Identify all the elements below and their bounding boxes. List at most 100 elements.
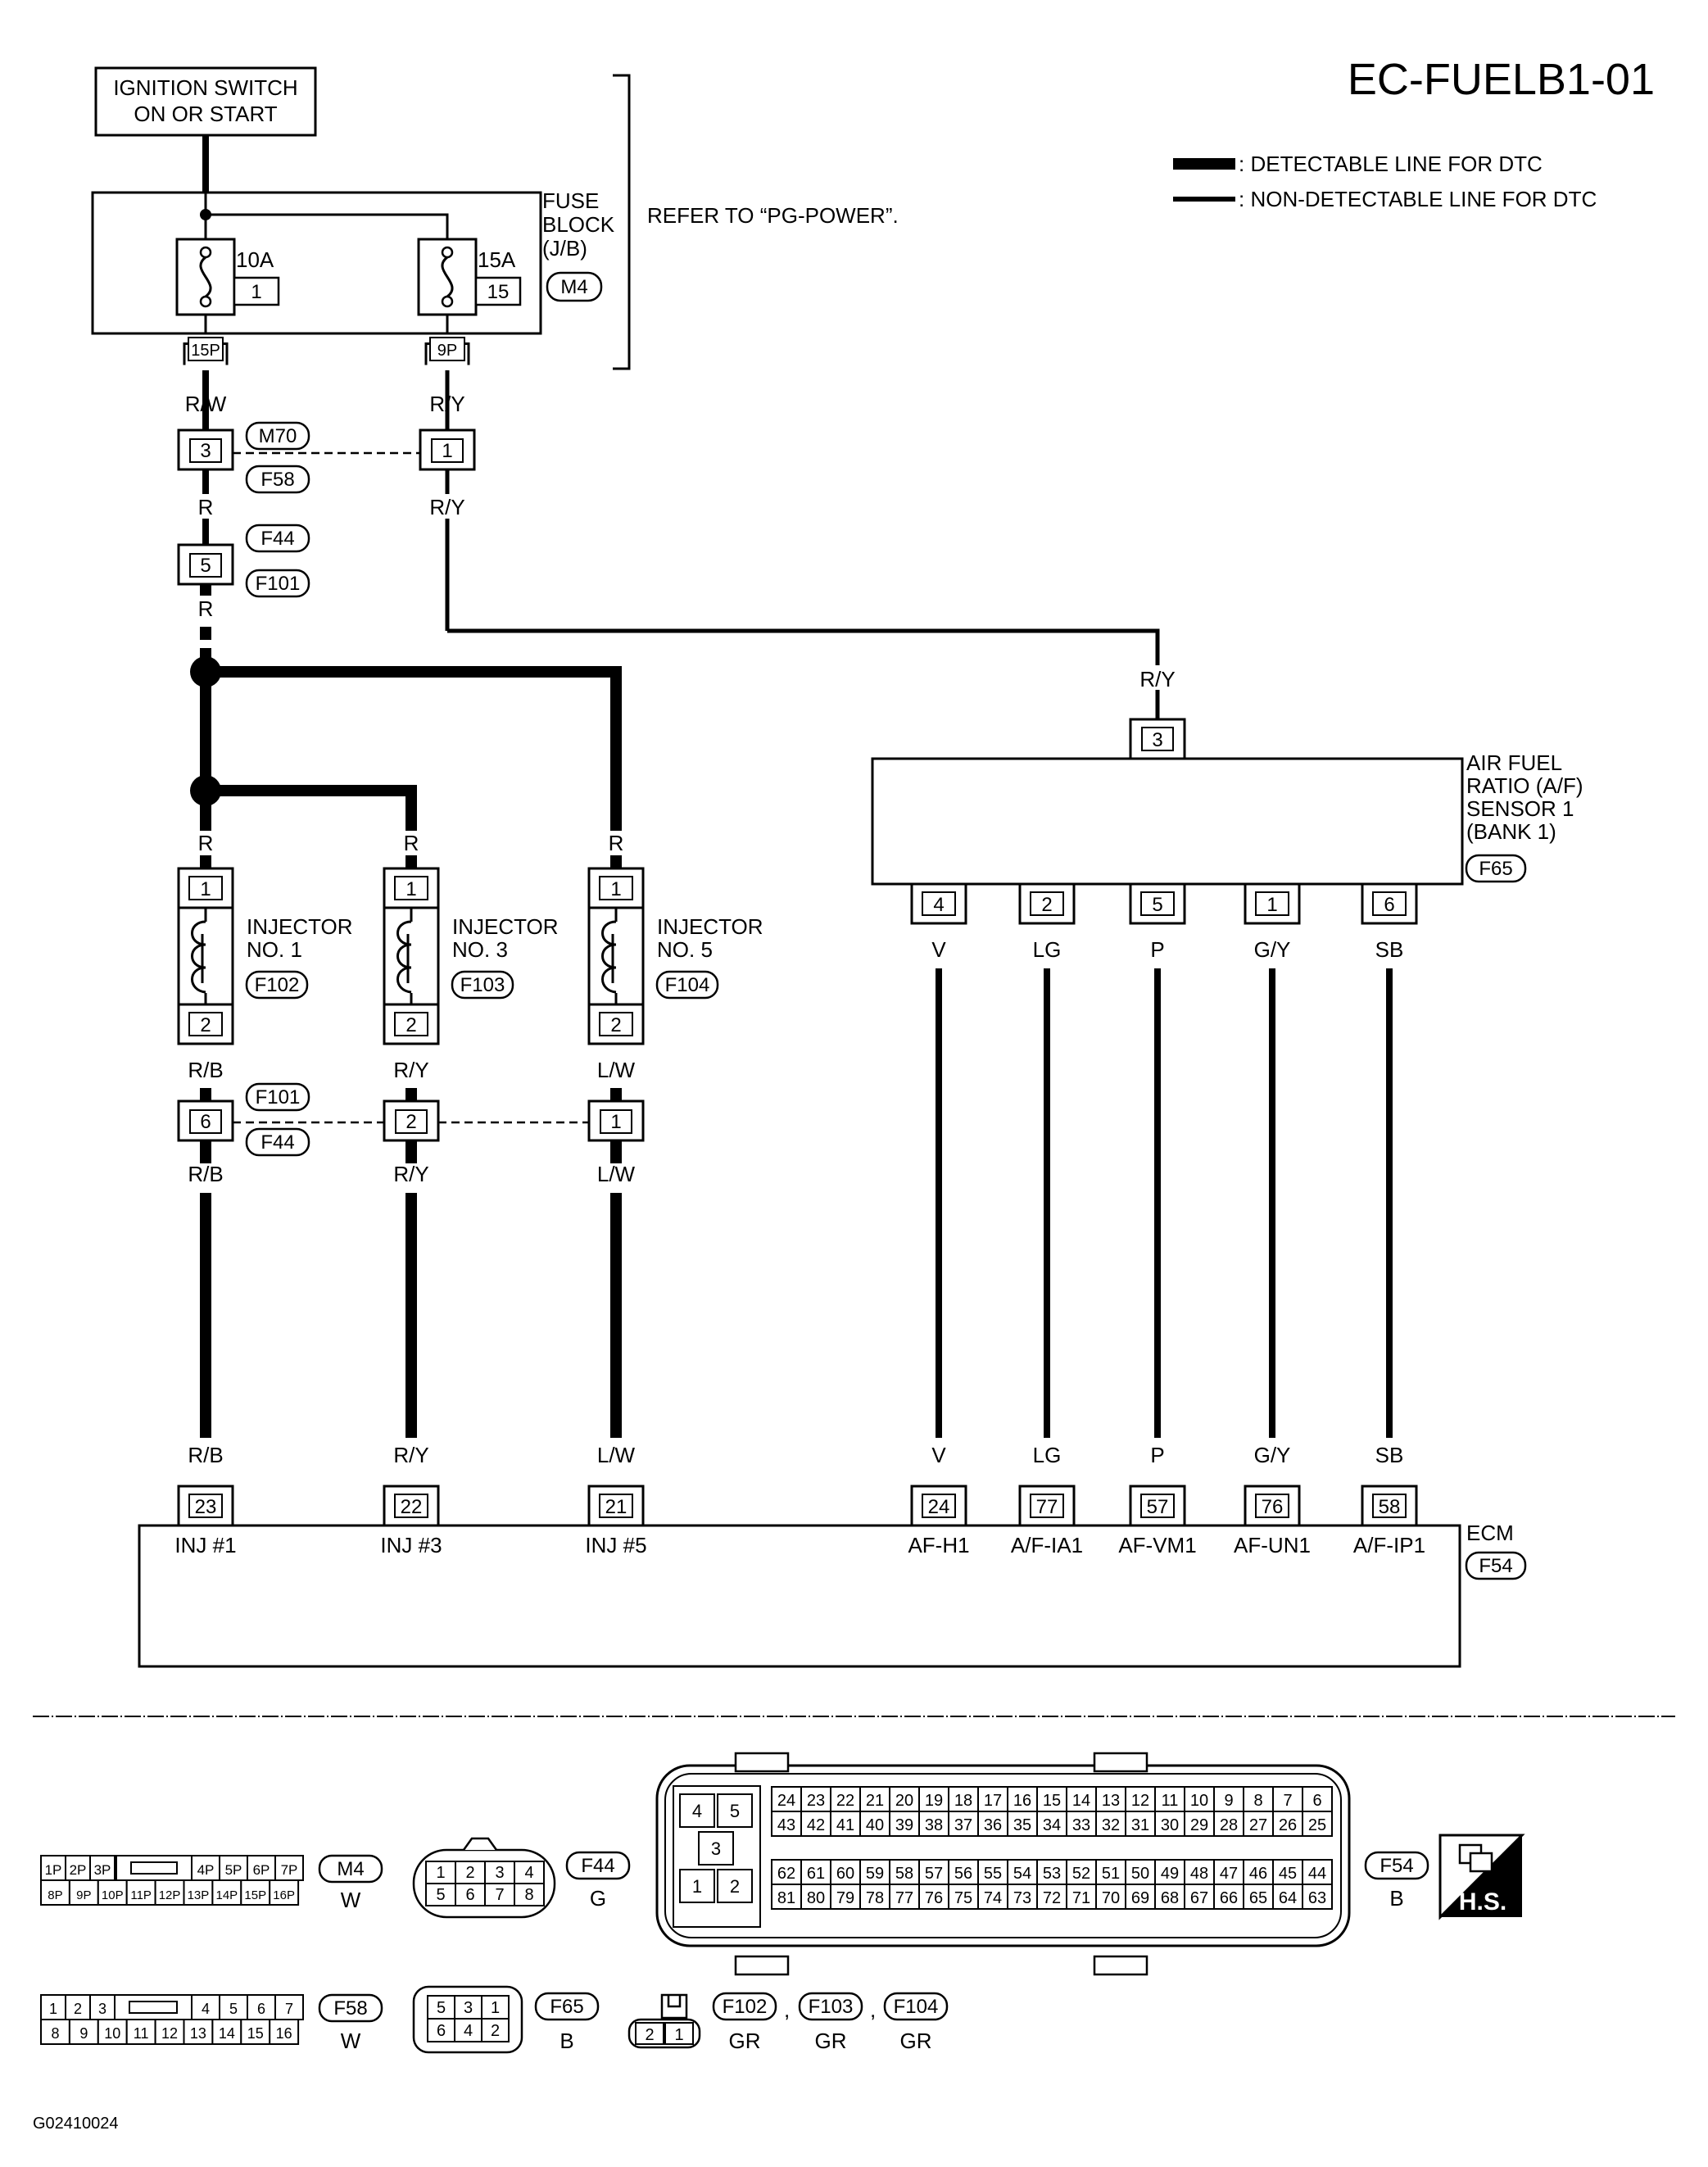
wire-label-sb-top: SB: [1375, 937, 1404, 962]
wire-label-ry-inj3-2: R/Y: [393, 1162, 428, 1186]
f54-pin-17: 17: [984, 1792, 1002, 1810]
f54-pin-54: 54: [1013, 1865, 1031, 1883]
f54-pin-2: 2: [730, 1876, 740, 1897]
svg-text:9P: 9P: [437, 342, 457, 360]
ecm-terminal-21: INJ #5: [585, 1533, 646, 1557]
f54-pin-19: 19: [925, 1792, 943, 1810]
f58-color: W: [341, 2029, 361, 2053]
m4-pin-2P: 2P: [70, 1862, 87, 1878]
wire-label-ry-inj3-1: R/Y: [393, 1058, 428, 1082]
f54-pin-15: 15: [1043, 1792, 1061, 1810]
f54-pin-74: 74: [984, 1889, 1002, 1907]
refer-pg-power: REFER TO “PG-POWER”.: [647, 203, 899, 228]
f54-pin-18: 18: [954, 1792, 972, 1810]
m4-pin-15P: 15P: [244, 1888, 266, 1902]
f54-pin-60: 60: [836, 1865, 854, 1883]
f65-pin-5: 5: [437, 1999, 446, 2017]
f58-pin-4: 4: [202, 2001, 210, 2017]
wire-label-lg-top: LG: [1033, 937, 1062, 962]
f54-pin-34: 34: [1043, 1816, 1061, 1834]
legend-nondetectable-swatch: [1173, 197, 1235, 202]
fuse-15a-amps: 15A: [478, 247, 516, 272]
fuse-pin-9p: 9P: [424, 337, 470, 367]
f54-pin-68: 68: [1161, 1889, 1179, 1907]
f65-color: B: [560, 2029, 573, 2053]
f54-pin-28: 28: [1220, 1816, 1238, 1834]
af-sensor-pin-1: 1: [1244, 882, 1301, 925]
ecm-pin-23: 23: [177, 1485, 234, 1527]
f54-pin-69: 69: [1131, 1889, 1149, 1907]
f54-pin-31: 31: [1131, 1816, 1149, 1834]
af-sensor-label-4: (BANK 1): [1466, 819, 1556, 844]
f54-pin-29: 29: [1190, 1816, 1208, 1834]
wire-label-ry-af: R/Y: [1139, 667, 1175, 691]
ecm-pin-76: 76: [1244, 1485, 1301, 1527]
fuse-block-label-2: BLOCK: [542, 212, 615, 237]
joint-m70-pin1: 1: [419, 428, 476, 471]
m4-pin-1P: 1P: [45, 1862, 62, 1878]
f54-pin-53: 53: [1043, 1865, 1061, 1883]
injector-5-pin-top: 1: [587, 867, 645, 909]
injector-connector: F102: [255, 974, 300, 996]
f54-pin-20: 20: [895, 1792, 913, 1810]
f54-pin-50: 50: [1131, 1865, 1149, 1883]
f54-pin-12: 12: [1131, 1792, 1149, 1810]
svg-text:1: 1: [405, 878, 416, 900]
ecm-box: [138, 1524, 1461, 1668]
af-sensor-top-pin: 3: [1129, 718, 1186, 760]
injector-label-1: INJECTOR: [657, 914, 763, 939]
fuse-block-label-3: (J/B): [542, 236, 587, 261]
f54-pin-41: 41: [836, 1816, 854, 1834]
f54-pin-49: 49: [1161, 1865, 1179, 1883]
svg-text:2: 2: [1041, 894, 1052, 916]
wire-label-r-1: R: [198, 495, 214, 519]
injector-1-pin-top: 1: [177, 867, 234, 909]
connector-f58: F58: [261, 469, 294, 491]
f54-pin-58: 58: [895, 1865, 913, 1883]
f65-pin-3: 3: [464, 1999, 473, 2017]
injector-5-pin-bottom: 2: [587, 1003, 645, 1045]
f54-pin-81: 81: [777, 1889, 795, 1907]
f54-color: B: [1389, 1886, 1403, 1911]
svg-text:3: 3: [200, 440, 211, 462]
f54-pin-61: 61: [807, 1865, 825, 1883]
m4-pin-13P: 13P: [188, 1888, 210, 1902]
f54-pin-30: 30: [1161, 1816, 1179, 1834]
legend-nondetectable: : NON-DETECTABLE LINE FOR DTC: [1239, 187, 1597, 211]
f54-pin-5: 5: [730, 1801, 740, 1821]
f58-pin-6: 6: [257, 2001, 265, 2017]
f54-pin-43: 43: [777, 1816, 795, 1834]
joint-f101-pin2: 2: [383, 1099, 440, 1142]
f44-pin-3: 3: [495, 1864, 504, 1882]
fuse-15a: [417, 238, 478, 333]
f58-pin-11: 11: [134, 2025, 149, 2042]
injector-connector: F103: [460, 974, 505, 996]
f58-pin-8: 8: [51, 2025, 59, 2042]
f54-pin-33: 33: [1072, 1816, 1090, 1834]
joint-f44-pin5: 5: [177, 543, 234, 586]
f44-pin-8: 8: [524, 1886, 533, 1904]
injector-label-2: NO. 5: [657, 937, 713, 962]
f54-pin-11: 11: [1162, 1792, 1179, 1810]
f54-pin-65: 65: [1249, 1889, 1267, 1907]
m4-pin-16P: 16P: [273, 1888, 295, 1902]
wire-label-gy-bottom: G/Y: [1254, 1443, 1291, 1467]
svg-text:57: 57: [1147, 1496, 1169, 1518]
f54-pin-14: 14: [1072, 1792, 1090, 1810]
ecm-pin-57: 57: [1129, 1485, 1186, 1527]
injector-1-pin-bottom: 2: [177, 1003, 234, 1045]
joint-f101-pin1: 1: [587, 1099, 645, 1142]
f58-pin-13: 13: [190, 2025, 206, 2042]
fuse-10a-amps: 10A: [236, 247, 274, 272]
f10x-id: F102: [723, 1996, 768, 2018]
f44-pin-7: 7: [495, 1886, 504, 1904]
f65-id: F65: [550, 1996, 583, 2018]
wire-label-lw-2: L/W: [597, 1162, 636, 1186]
ignition-switch-label-1: IGNITION SWITCH: [113, 75, 297, 100]
